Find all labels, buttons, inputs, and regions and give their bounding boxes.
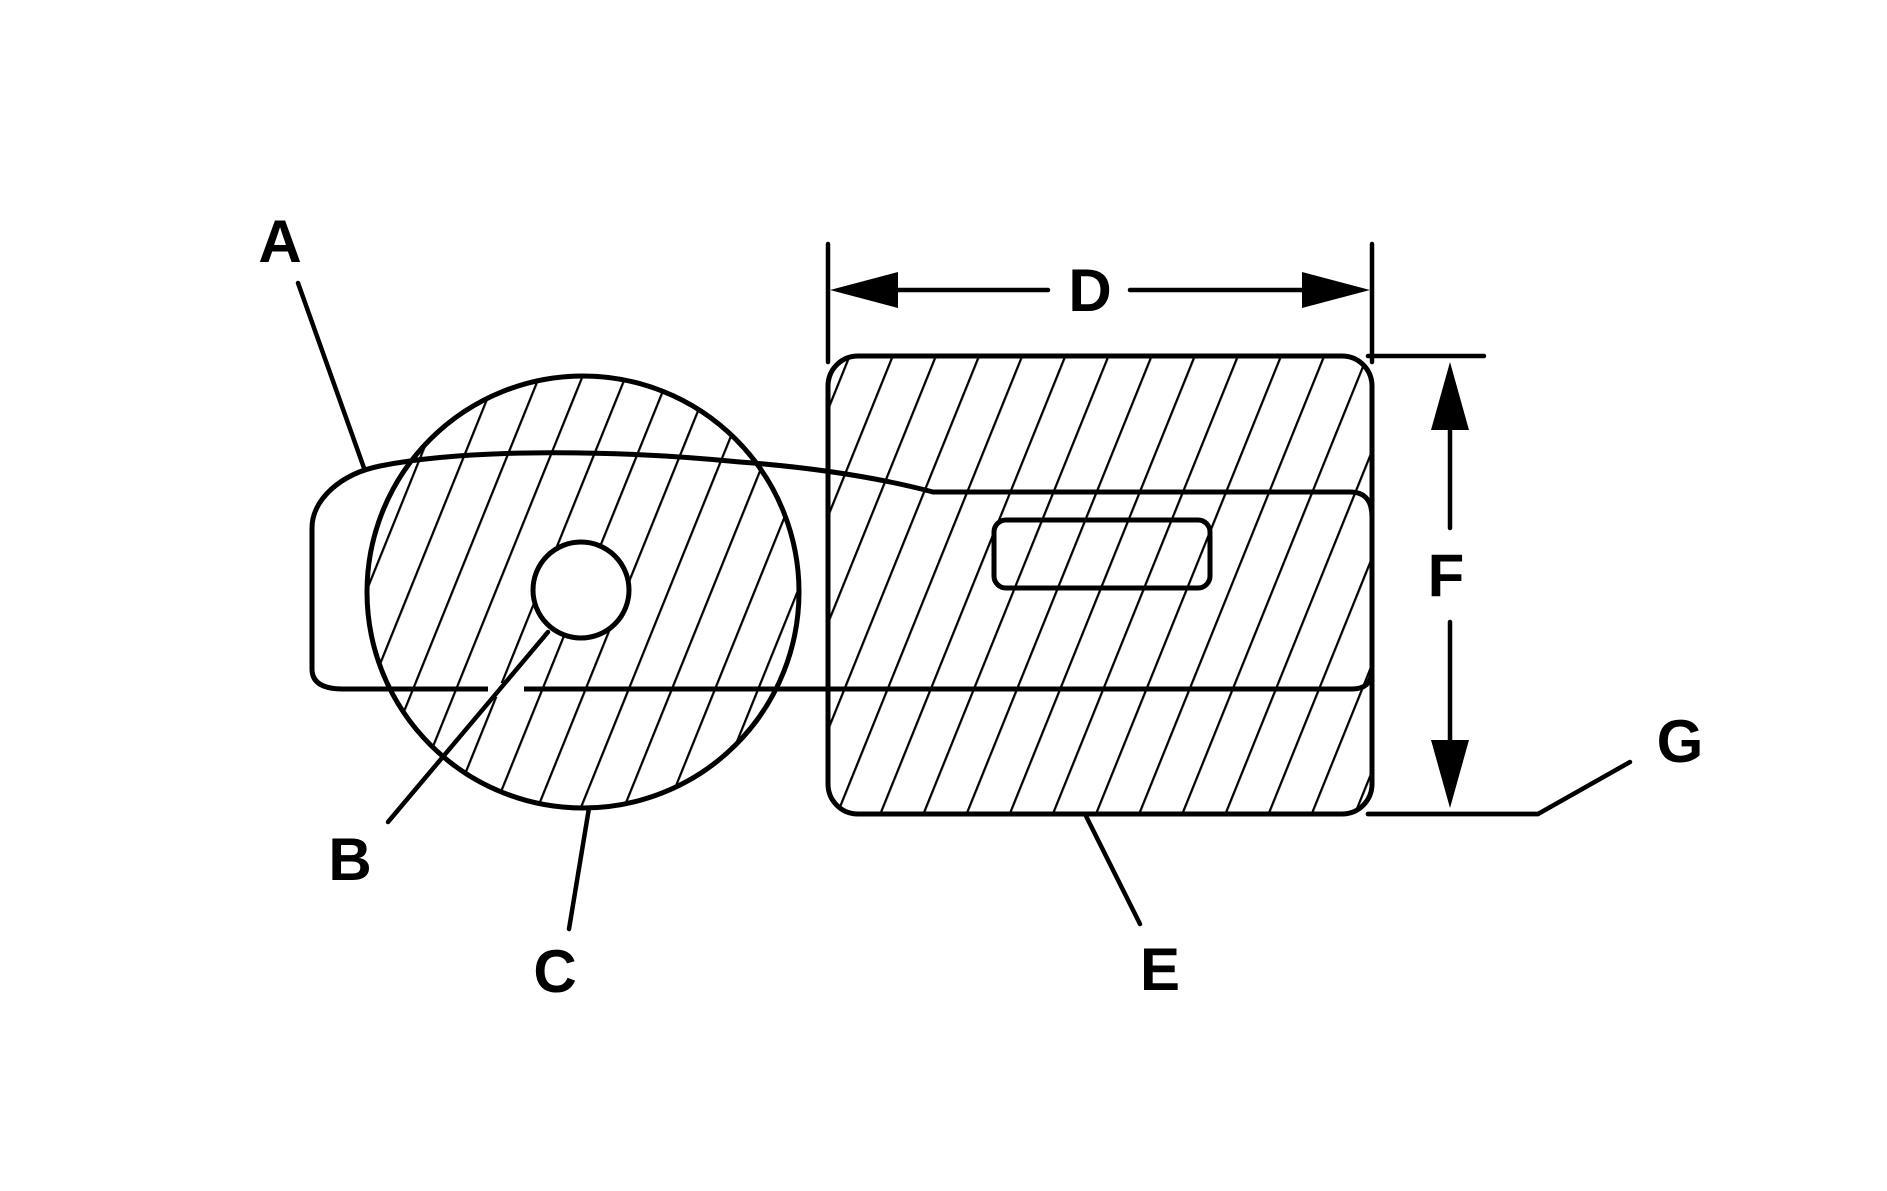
label-a: A	[258, 208, 301, 275]
leader-a	[295, 280, 367, 471]
leader-g	[1365, 759, 1633, 817]
pin-hole	[530, 539, 632, 641]
label-c: C	[533, 938, 576, 1005]
label-b: B	[328, 826, 371, 893]
leader-e	[1082, 811, 1143, 927]
label-e: E	[1140, 936, 1180, 1003]
label-f: F	[1428, 542, 1465, 609]
slot	[991, 517, 1213, 591]
label-g: G	[1657, 708, 1704, 775]
rectangular-block	[825, 353, 1375, 817]
leader-c	[566, 805, 592, 932]
lever-arm	[309, 450, 1375, 692]
dimension-f	[1365, 353, 1541, 817]
dimension-d	[825, 241, 1375, 365]
label-d: D	[1068, 257, 1111, 324]
leader-b	[385, 629, 551, 825]
